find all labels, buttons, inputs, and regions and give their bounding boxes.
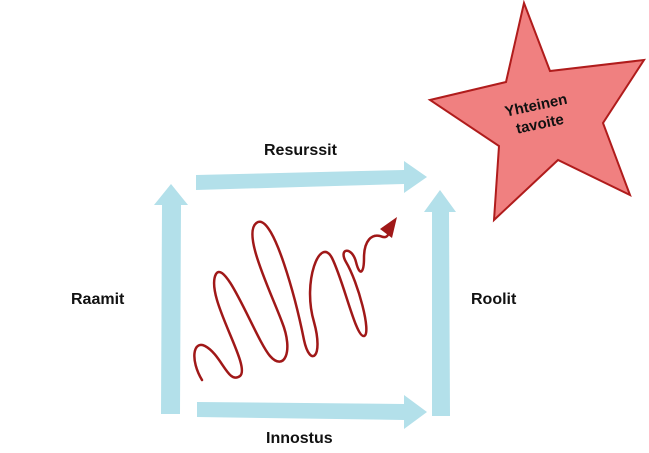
squiggle-line	[193, 220, 392, 382]
label-bottom: Innostus	[266, 430, 333, 447]
label-top: Resurssit	[264, 142, 337, 159]
top-arrow	[196, 161, 427, 193]
label-right: Roolit	[471, 291, 517, 308]
goal-star	[427, 0, 647, 223]
label-left: Raamit	[71, 291, 125, 308]
right-arrow	[424, 190, 456, 416]
squiggle-arrowhead	[380, 217, 397, 238]
bottom-arrow	[197, 395, 427, 429]
left-arrow	[154, 184, 188, 414]
